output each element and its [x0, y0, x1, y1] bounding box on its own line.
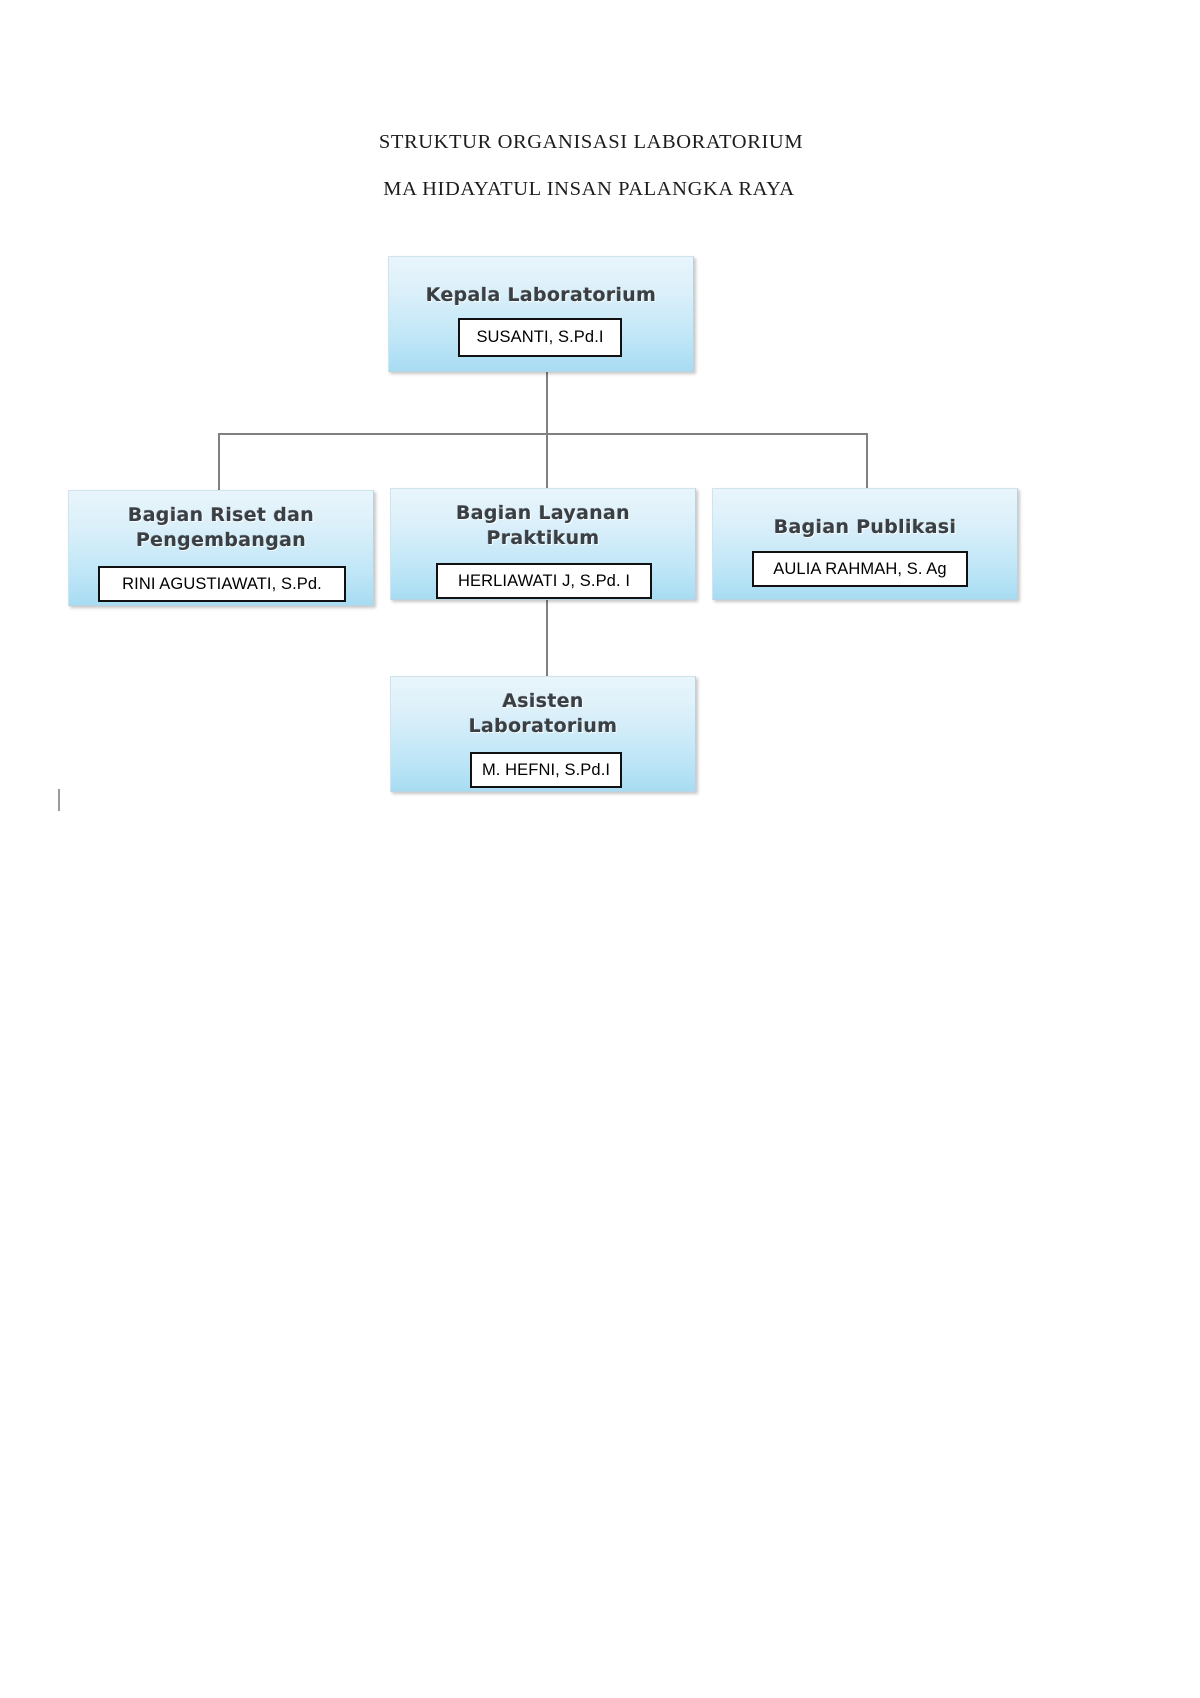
document-title-block: STRUKTUR ORGANISASI LABORATORIUM MA HIDA…: [0, 132, 1200, 199]
node-role-label: Kepala Laboratorium: [425, 284, 657, 306]
text-caret-mark: [58, 789, 60, 811]
organization-chart: Kepala Laboratorium SUSANTI, S.Pd.I Bagi…: [68, 256, 1018, 792]
connector-layanan-to-asisten: [546, 600, 548, 676]
nameplate-asisten-laboratorium[interactable]: M. HEFNI, S.Pd.I: [470, 752, 622, 788]
nameplate-bagian-publikasi[interactable]: AULIA RAHMAH, S. Ag: [752, 551, 968, 587]
connector-horizontal-bus: [218, 433, 868, 435]
connector-bus-to-publikasi: [866, 433, 868, 488]
nameplate-kepala-laboratorium[interactable]: SUSANTI, S.Pd.I: [458, 318, 622, 357]
node-role-label: Bagian Riset dan Pengembangan: [127, 504, 315, 551]
title-line-2: MA HIDAYATUL INSAN PALANGKA RAYA: [383, 177, 795, 200]
nameplate-bagian-layanan-praktikum[interactable]: HERLIAWATI J, S.Pd. I: [436, 563, 652, 599]
title-line-1: STRUKTUR ORGANISASI LABORATORIUM: [378, 131, 804, 153]
connector-head-to-bus: [546, 372, 548, 434]
node-role-label: Asisten Laboratorium: [468, 690, 618, 737]
node-role-label: Bagian Publikasi: [773, 516, 957, 538]
connector-bus-to-riset: [218, 433, 220, 490]
connector-bus-to-layanan: [546, 433, 548, 488]
node-role-label: Bagian Layanan Praktikum: [455, 502, 630, 549]
nameplate-bagian-riset-dan-pengembangan[interactable]: RINI AGUSTIAWATI, S.Pd.: [98, 566, 346, 602]
